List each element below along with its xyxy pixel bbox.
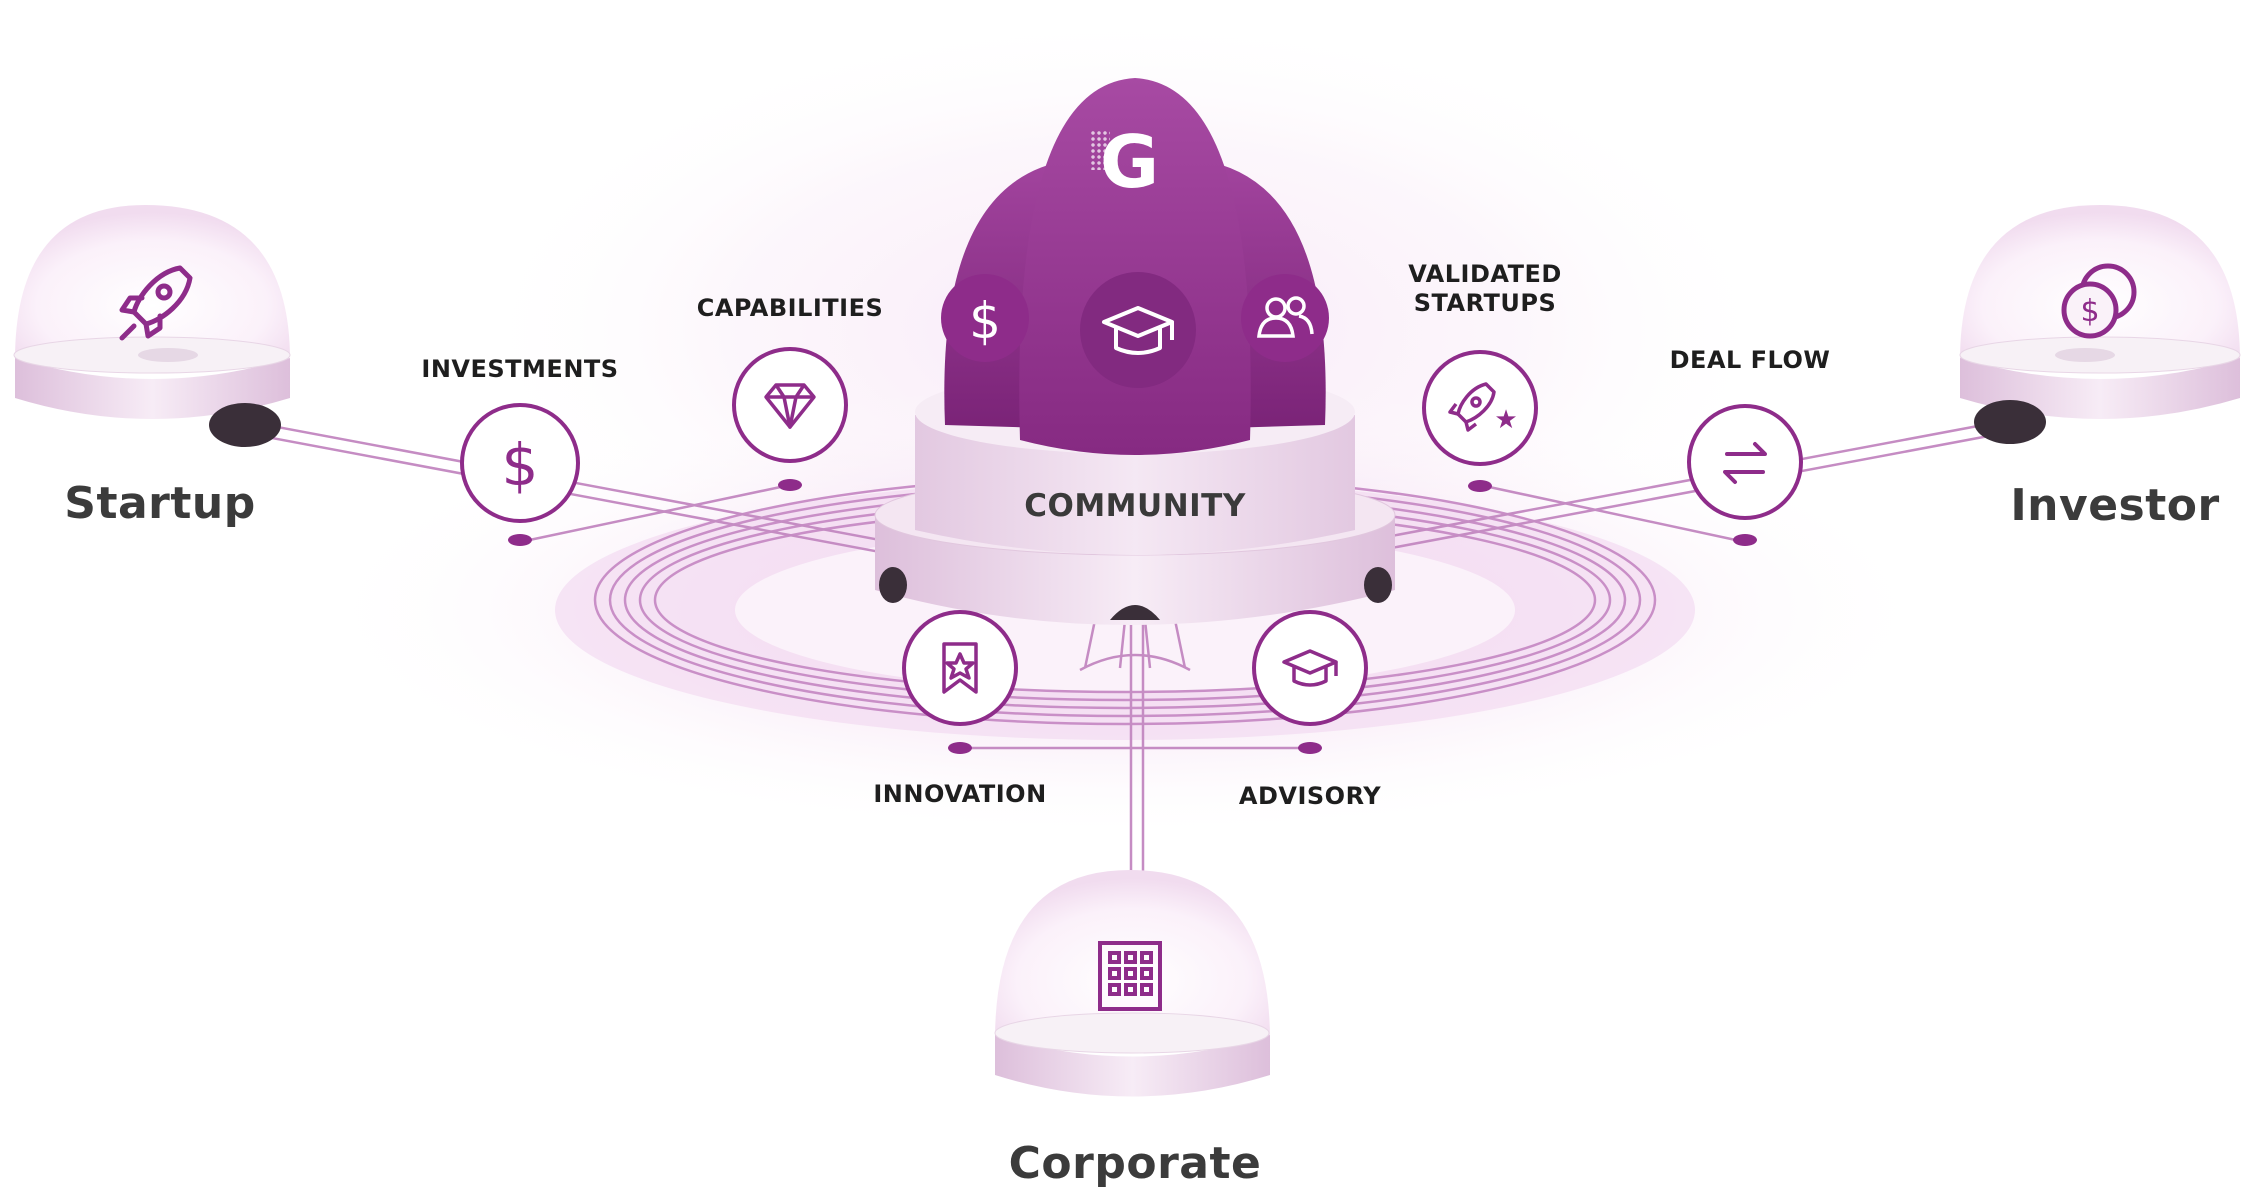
hub-center-badge — [1080, 272, 1196, 388]
investments-anchor — [508, 534, 532, 546]
label-validated-line1: VALIDATED — [1408, 260, 1562, 288]
service-validated-startups: ★ — [1422, 350, 1538, 466]
graduation-cap-icon — [1282, 649, 1338, 687]
graduation-cap-icon — [1102, 306, 1174, 355]
svg-text:★: ★ — [1494, 405, 1517, 435]
label-deal-flow: DEAL FLOW — [1669, 346, 1831, 374]
label-corporate: Corporate — [1008, 1138, 1262, 1189]
label-capabilities: CAPABILITIES — [696, 294, 884, 322]
capabilities-anchor — [778, 479, 802, 491]
service-investments: $ — [460, 403, 580, 523]
startup-node — [13, 205, 291, 447]
community-hub: $ — [874, 78, 1396, 625]
dollar-icon: $ — [969, 292, 1001, 350]
service-capabilities — [732, 347, 848, 463]
connection-lines — [239, 418, 2011, 960]
label-advisory: ADVISORY — [1238, 782, 1382, 810]
swap-arrows-icon — [1723, 442, 1767, 484]
label-validated-startups: VALIDATED STARTUPS — [1360, 260, 1610, 318]
anchor-dots — [508, 479, 1757, 754]
hub-left-badge — [941, 274, 1029, 362]
service-advisory — [1252, 610, 1368, 726]
logo-particles — [1090, 130, 1110, 170]
bookmark-star-icon — [942, 642, 978, 694]
svg-text:$: $ — [2080, 294, 2099, 329]
service-innovation — [902, 610, 1018, 726]
rocket-star-icon — [1448, 382, 1496, 432]
coins-icon: $ — [2061, 263, 2137, 339]
validated-startups-anchor — [1468, 480, 1492, 492]
dollar-icon: $ — [502, 431, 539, 499]
diamond-icon — [764, 383, 816, 429]
investor-node: $ — [1959, 205, 2241, 444]
label-startup: Startup — [64, 478, 256, 529]
hub-right-badge — [1241, 274, 1329, 362]
label-validated-line2: STARTUPS — [1413, 288, 1557, 317]
service-deal-flow — [1687, 404, 1803, 520]
building-icon — [1098, 941, 1162, 1011]
label-innovation: INNOVATION — [873, 780, 1047, 808]
label-community: COMMUNITY — [1024, 488, 1246, 524]
innovation-anchor — [948, 742, 972, 754]
rocket-icon — [119, 265, 193, 341]
corporate-node — [994, 870, 1270, 1097]
label-investor: Investor — [2010, 480, 2220, 531]
advisory-anchor — [1298, 742, 1322, 754]
people-icon — [1257, 296, 1314, 338]
deal-flow-anchor — [1733, 534, 1757, 546]
label-investments: INVESTMENTS — [421, 355, 619, 383]
